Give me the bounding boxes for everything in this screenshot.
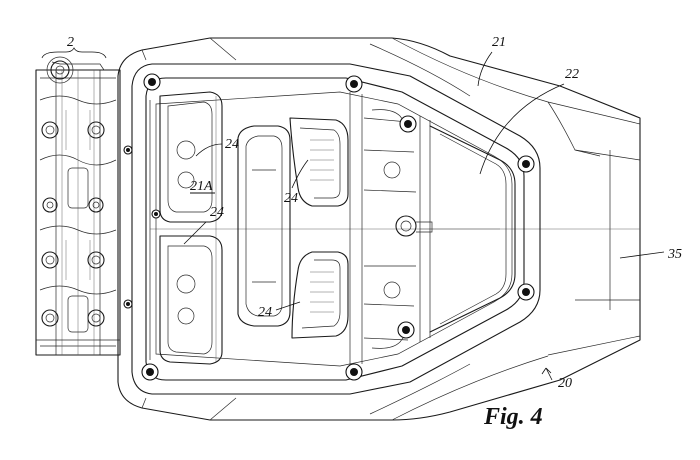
bolt-7 (345, 363, 363, 381)
bolt-4 (517, 155, 535, 173)
label-24-b: 24 (210, 205, 224, 220)
leader-20 (541, 367, 553, 381)
label-21A: 21A (190, 179, 213, 194)
leader-24-c (291, 159, 309, 189)
leader-24-b (183, 221, 207, 245)
bolt-8 (141, 363, 159, 381)
label-2: 2 (67, 35, 74, 50)
inner-rim (131, 63, 541, 395)
bolt-11 (151, 209, 161, 219)
label-22: 22 (565, 67, 579, 82)
engine-block (35, 56, 121, 356)
mounting-bolts (123, 73, 535, 381)
cavity-structure (149, 91, 433, 365)
brace-2 (41, 47, 107, 59)
reference-labels: 2 21 22 35 20 21A 24 24 24 24 (41, 35, 682, 391)
tank-body-outline (117, 37, 641, 421)
bolt-3 (399, 115, 417, 133)
engine-bores (41, 121, 105, 327)
rear-pocket (429, 125, 516, 333)
bolt-6 (397, 321, 415, 339)
label-24-a: 24 (225, 137, 239, 152)
bolt-2 (345, 75, 363, 93)
leader-24-a (195, 143, 223, 157)
bolt-1 (143, 73, 161, 91)
label-24-c: 24 (284, 191, 298, 206)
leader-35 (619, 251, 665, 259)
bolt-5 (517, 283, 535, 301)
label-21: 21 (492, 35, 506, 50)
label-24-d: 24 (258, 305, 272, 320)
bolt-9 (123, 145, 133, 155)
bolt-10 (123, 299, 133, 309)
label-35: 35 (667, 247, 682, 262)
leader-22 (479, 83, 565, 175)
leader-24-d (275, 301, 301, 311)
label-20: 20 (558, 376, 572, 391)
figure-caption: Fig. 4 (483, 404, 543, 430)
leader-21 (477, 51, 493, 87)
